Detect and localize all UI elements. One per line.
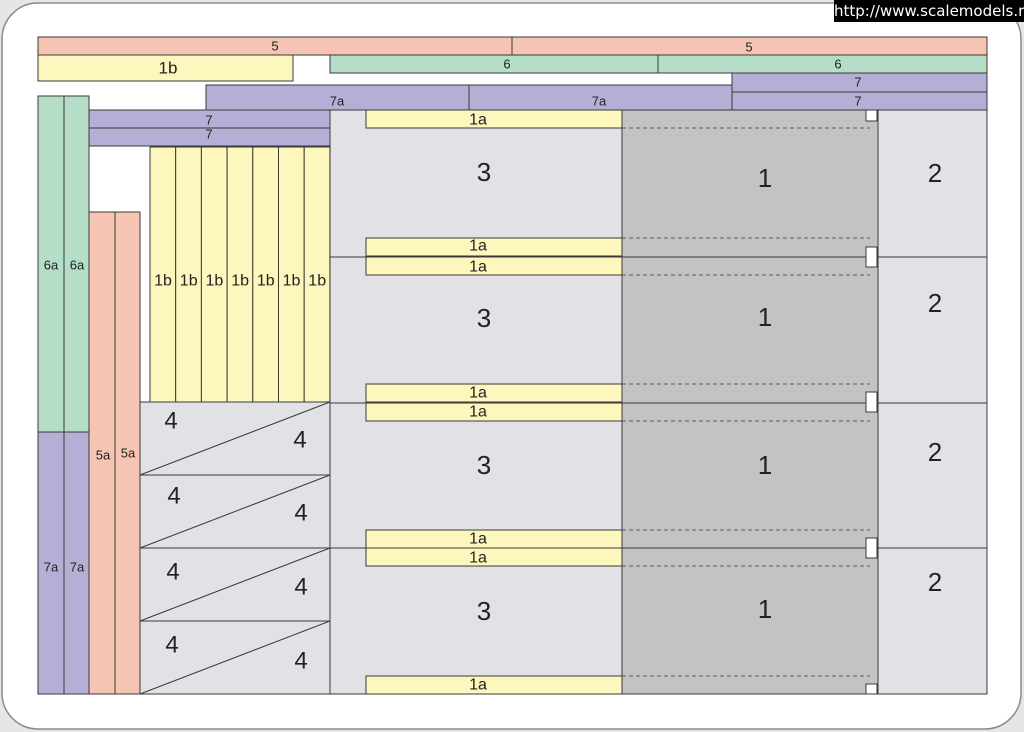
piece-4-label-8: 4 [294, 648, 307, 675]
piece-4-label-7: 4 [165, 632, 178, 659]
tab-3 [865, 391, 878, 413]
panel-1-1-label: 1 [758, 163, 772, 193]
strip-1b-6 [278, 146, 305, 403]
strip-1a-5 [365, 402, 623, 422]
panel-2-4 [877, 547, 988, 695]
strip-1a-2-label: 1a [469, 238, 487, 255]
panel-3-3-label: 3 [477, 450, 491, 480]
strip-1a-6-label: 1a [469, 531, 487, 548]
watermark: http://www.scalemodels.ru [834, 0, 1024, 22]
strip-7a-left-label: 7a [330, 94, 345, 109]
strip-6a-inner-label: 6a [70, 258, 85, 273]
strip-1b-7 [303, 146, 331, 403]
panel-2-2-label: 2 [928, 288, 942, 318]
strip-1a-7 [365, 547, 623, 567]
strip-7-lower-label: 7 [854, 94, 861, 109]
panel-3-2-label: 3 [477, 303, 491, 333]
panel-1-4-label: 1 [758, 594, 772, 624]
panel-1-3-label: 1 [758, 450, 772, 480]
piece-4-diagonal-1 [139, 401, 331, 476]
strip-7a-left [205, 84, 470, 111]
panel-1-2 [621, 256, 879, 404]
piece-4-label-4: 4 [294, 500, 307, 527]
piece-4-diagonal-2 [139, 474, 331, 549]
strip-1a-3 [365, 256, 623, 276]
panel-3-1 [329, 109, 623, 258]
strip-1a-8-label: 1a [469, 677, 487, 694]
strip-1a-1-label: 1a [469, 112, 487, 129]
strip-1a-2 [365, 237, 623, 257]
strip-1a-4 [365, 383, 623, 403]
strip-1a-5-label: 1a [469, 404, 487, 421]
strip-6a-outer [37, 95, 65, 433]
panel-3-1-label: 3 [477, 157, 491, 187]
strip-5-right-label: 5 [745, 40, 752, 55]
strip-5a-inner-label: 5a [121, 446, 136, 461]
panel-3-4-label: 3 [477, 596, 491, 626]
strip-1b-4-label: 1b [231, 273, 249, 290]
strip-7-side-b-label: 7 [205, 127, 212, 142]
panel-2-2 [877, 256, 988, 404]
strip-1b-6-label: 1b [283, 273, 301, 290]
strip-6-left [329, 54, 659, 74]
tab-5 [865, 683, 878, 695]
strip-1b-2 [175, 146, 202, 403]
strip-1b-5-label: 1b [257, 273, 275, 290]
strip-1b-1-label: 1b [154, 273, 172, 290]
piece-4-label-2: 4 [293, 427, 306, 454]
panel-1-3 [621, 402, 879, 549]
panel-1-1 [621, 109, 879, 258]
strip-7-upper-label: 7 [854, 75, 861, 90]
strip-7a-inner [63, 431, 90, 695]
strip-7-side-a-label: 7 [205, 113, 212, 128]
piece-4-diagonal-3 [139, 547, 331, 622]
piece-4-diagonal-4 [139, 620, 331, 695]
strip-5-left-label: 5 [271, 39, 278, 54]
panel-3-4 [329, 547, 623, 695]
panel-3-2 [329, 256, 623, 404]
strip-7a-right-label: 7a [592, 94, 607, 109]
piece-4-label-5: 4 [166, 559, 179, 586]
panel-2-3 [877, 402, 988, 549]
strip-1a-7-label: 1a [469, 550, 487, 567]
panel-1-2-label: 1 [758, 302, 772, 332]
strip-5a-inner [114, 211, 141, 695]
strip-5a-outer-label: 5a [96, 448, 111, 463]
strip-1b-5 [252, 146, 280, 403]
tab-2 [865, 246, 878, 268]
strip-1a-6 [365, 529, 623, 549]
panel-2-1-label: 2 [928, 158, 942, 188]
tab-4 [865, 537, 878, 559]
tab-1 [865, 109, 878, 122]
strip-5a-outer [88, 211, 116, 695]
strip-1b-top [37, 54, 294, 82]
strip-7a-outer [37, 431, 65, 695]
piece-4-label-3: 4 [167, 483, 180, 510]
strip-6a-outer-label: 6a [44, 258, 59, 273]
panel-2-4-label: 2 [928, 567, 942, 597]
panel-2-1 [877, 109, 988, 258]
strip-1b-7-label: 1b [308, 273, 326, 290]
strip-7a-outer-label: 7a [44, 560, 59, 575]
strip-1a-3-label: 1a [469, 259, 487, 276]
piece-4-label-6: 4 [294, 574, 307, 601]
strip-1a-4-label: 1a [469, 385, 487, 402]
piece-4-label-1: 4 [164, 408, 177, 435]
strip-6-right [657, 54, 988, 74]
strip-1b-4 [226, 146, 254, 403]
strip-1b-3 [200, 146, 228, 403]
panel-2-3-label: 2 [928, 437, 942, 467]
panel-1-4 [621, 547, 879, 695]
strip-1b-3-label: 1b [206, 273, 224, 290]
strip-1a-8 [365, 675, 623, 695]
strip-6-left-label: 6 [503, 57, 510, 72]
strip-6-right-label: 6 [834, 57, 841, 72]
strip-1b-2-label: 1b [180, 273, 198, 290]
strip-7a-inner-label: 7a [70, 560, 85, 575]
strip-1a-1 [365, 109, 623, 129]
strip-1b-top-label: 1b [159, 59, 178, 78]
